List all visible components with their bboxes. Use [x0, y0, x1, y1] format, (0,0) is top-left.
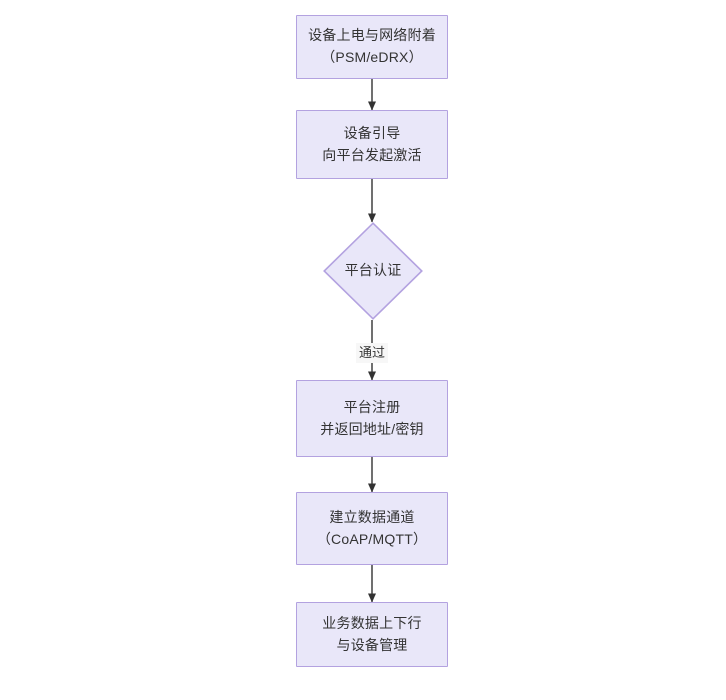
node-platform-authentication[interactable]: 平台认证: [323, 222, 423, 320]
node-establish-data-channel[interactable]: 建立数据通道 （CoAP/MQTT）: [296, 492, 448, 565]
node-label: 业务数据上下行 与设备管理: [322, 614, 422, 653]
node-platform-registration[interactable]: 平台注册 并返回地址/密钥: [296, 380, 448, 457]
node-business-data-and-device-management[interactable]: 业务数据上下行 与设备管理: [296, 602, 448, 667]
node-label: 建立数据通道 （CoAP/MQTT）: [316, 508, 428, 547]
diamond-shape: [323, 222, 423, 320]
node-label: 设备上电与网络附着 （PSM/eDRX）: [308, 27, 436, 65]
node-label: 平台注册 并返回地址/密钥: [320, 398, 424, 437]
edge-label-text: 通过: [359, 345, 386, 360]
node-label: 设备引导 向平台发起激活: [322, 124, 422, 163]
node-label: 平台认证: [344, 262, 402, 279]
node-device-bootstrap[interactable]: 设备引导 向平台发起激活: [296, 110, 448, 179]
edge-label-pass: 通过: [356, 343, 389, 363]
node-device-power-on[interactable]: 设备上电与网络附着 （PSM/eDRX）: [296, 15, 448, 79]
